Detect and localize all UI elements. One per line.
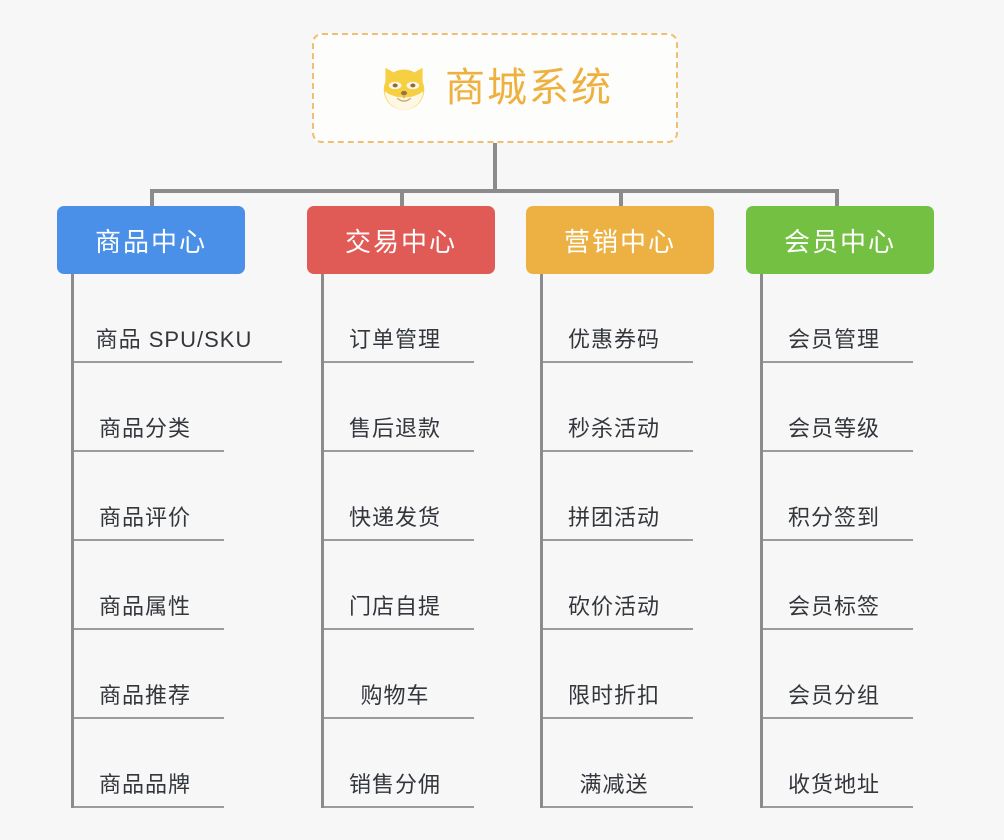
leaf-label: 售后退款 [348, 416, 441, 441]
leaf-label: 优惠券码 [567, 327, 660, 352]
leaf-label: 限时折扣 [567, 683, 660, 708]
list-item[interactable]: 积分签到 [763, 452, 913, 541]
leaf-label: 订单管理 [348, 327, 441, 352]
list-item[interactable]: 拼团活动 [543, 452, 693, 541]
category-header-trade[interactable]: 交易中心 [307, 206, 495, 274]
leaf-list-product: 商品 SPU/SKU 商品分类 商品评价 商品属性 商品推荐 商品品牌 [71, 274, 282, 808]
root-title: 商城系统 [445, 66, 613, 110]
leaf-label: 秒杀活动 [567, 416, 660, 441]
leaf-label: 积分签到 [787, 505, 880, 530]
leaf-label: 拼团活动 [567, 505, 660, 530]
leaf-label: 砍价活动 [567, 594, 660, 619]
list-item[interactable]: 限时折扣 [543, 630, 693, 719]
connector-drop-3 [619, 189, 623, 206]
list-item[interactable]: 商品属性 [74, 541, 224, 630]
category-header-label: 商品中心 [94, 226, 207, 257]
list-item[interactable]: 会员管理 [763, 274, 913, 363]
category-header-member[interactable]: 会员中心 [746, 206, 934, 274]
category-header-label: 营销中心 [563, 226, 676, 257]
leaf-list-member: 会员管理 会员等级 积分签到 会员标签 会员分组 收货地址 [760, 274, 934, 808]
leaf-label: 商品属性 [98, 594, 191, 619]
list-item[interactable]: 销售分佣 [324, 719, 474, 808]
list-item[interactable]: 秒杀活动 [543, 363, 693, 452]
connector-drop-4 [835, 189, 839, 206]
list-item[interactable]: 商品分类 [74, 363, 224, 452]
leaf-label: 满减送 [579, 772, 649, 797]
leaf-label: 收货地址 [787, 772, 880, 797]
leaf-label: 销售分佣 [348, 772, 441, 797]
list-item[interactable]: 会员等级 [763, 363, 913, 452]
list-item[interactable]: 优惠券码 [543, 274, 693, 363]
shiba-dog-face-icon [377, 61, 431, 115]
leaf-label: 购物车 [360, 683, 430, 708]
leaf-label: 会员分组 [787, 683, 880, 708]
category-column-marketing: 营销中心 优惠券码 秒杀活动 拼团活动 砍价活动 限时折扣 满减送 [526, 206, 714, 808]
connector-root-stem [493, 143, 497, 192]
leaf-label: 门店自提 [348, 594, 441, 619]
root-node[interactable]: 商城系统 [312, 33, 678, 143]
leaf-list-trade: 订单管理 售后退款 快递发货 门店自提 购物车 销售分佣 [321, 274, 495, 808]
list-item[interactable]: 满减送 [543, 719, 693, 808]
category-header-label: 会员中心 [783, 226, 896, 257]
category-header-marketing[interactable]: 营销中心 [526, 206, 714, 274]
connector-horizontal-bus [150, 189, 839, 193]
leaf-label: 商品评价 [98, 505, 191, 530]
list-item[interactable]: 砍价活动 [543, 541, 693, 630]
connector-drop-2 [400, 189, 404, 206]
list-item[interactable]: 门店自提 [324, 541, 474, 630]
list-item[interactable]: 快递发货 [324, 452, 474, 541]
category-column-product: 商品中心 商品 SPU/SKU 商品分类 商品评价 商品属性 商品推荐 商品品牌 [57, 206, 282, 808]
connector-drop-1 [150, 189, 154, 206]
category-header-label: 交易中心 [344, 226, 457, 257]
list-item[interactable]: 商品推荐 [74, 630, 224, 719]
list-item[interactable]: 订单管理 [324, 274, 474, 363]
list-item[interactable]: 售后退款 [324, 363, 474, 452]
category-header-product[interactable]: 商品中心 [57, 206, 245, 274]
list-item[interactable]: 商品 SPU/SKU [74, 274, 282, 363]
category-column-member: 会员中心 会员管理 会员等级 积分签到 会员标签 会员分组 收货地址 [746, 206, 934, 808]
list-item[interactable]: 购物车 [324, 630, 474, 719]
leaf-label: 会员标签 [787, 594, 880, 619]
leaf-label: 会员管理 [787, 327, 880, 352]
category-column-trade: 交易中心 订单管理 售后退款 快递发货 门店自提 购物车 销售分佣 [307, 206, 495, 808]
list-item[interactable]: 会员标签 [763, 541, 913, 630]
leaf-label: 商品 SPU/SKU [95, 327, 253, 352]
leaf-label: 快递发货 [348, 505, 441, 530]
list-item[interactable]: 商品品牌 [74, 719, 224, 808]
list-item[interactable]: 收货地址 [763, 719, 913, 808]
list-item[interactable]: 商品评价 [74, 452, 224, 541]
leaf-label: 会员等级 [787, 416, 880, 441]
leaf-label: 商品推荐 [98, 683, 191, 708]
list-item[interactable]: 会员分组 [763, 630, 913, 719]
leaf-label: 商品品牌 [98, 772, 191, 797]
leaf-list-marketing: 优惠券码 秒杀活动 拼团活动 砍价活动 限时折扣 满减送 [540, 274, 714, 808]
leaf-label: 商品分类 [98, 416, 191, 441]
